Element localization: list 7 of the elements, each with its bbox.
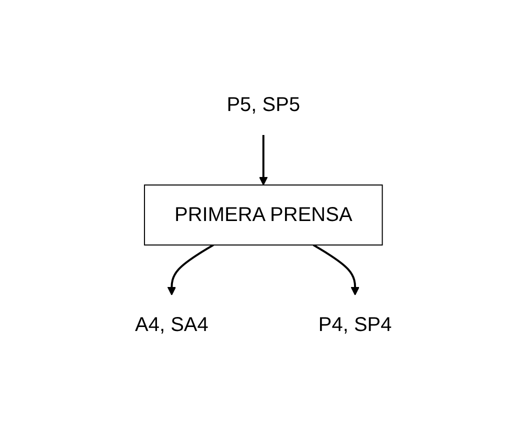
node-box: PRIMERA PRENSA <box>144 184 383 245</box>
node-text: P5, SP5 <box>226 94 300 116</box>
arrow <box>259 134 268 185</box>
node-text: P4, SP4 <box>318 314 392 336</box>
arrow <box>167 244 214 295</box>
node-text: A4, SA4 <box>135 314 208 336</box>
arrow <box>313 244 360 295</box>
